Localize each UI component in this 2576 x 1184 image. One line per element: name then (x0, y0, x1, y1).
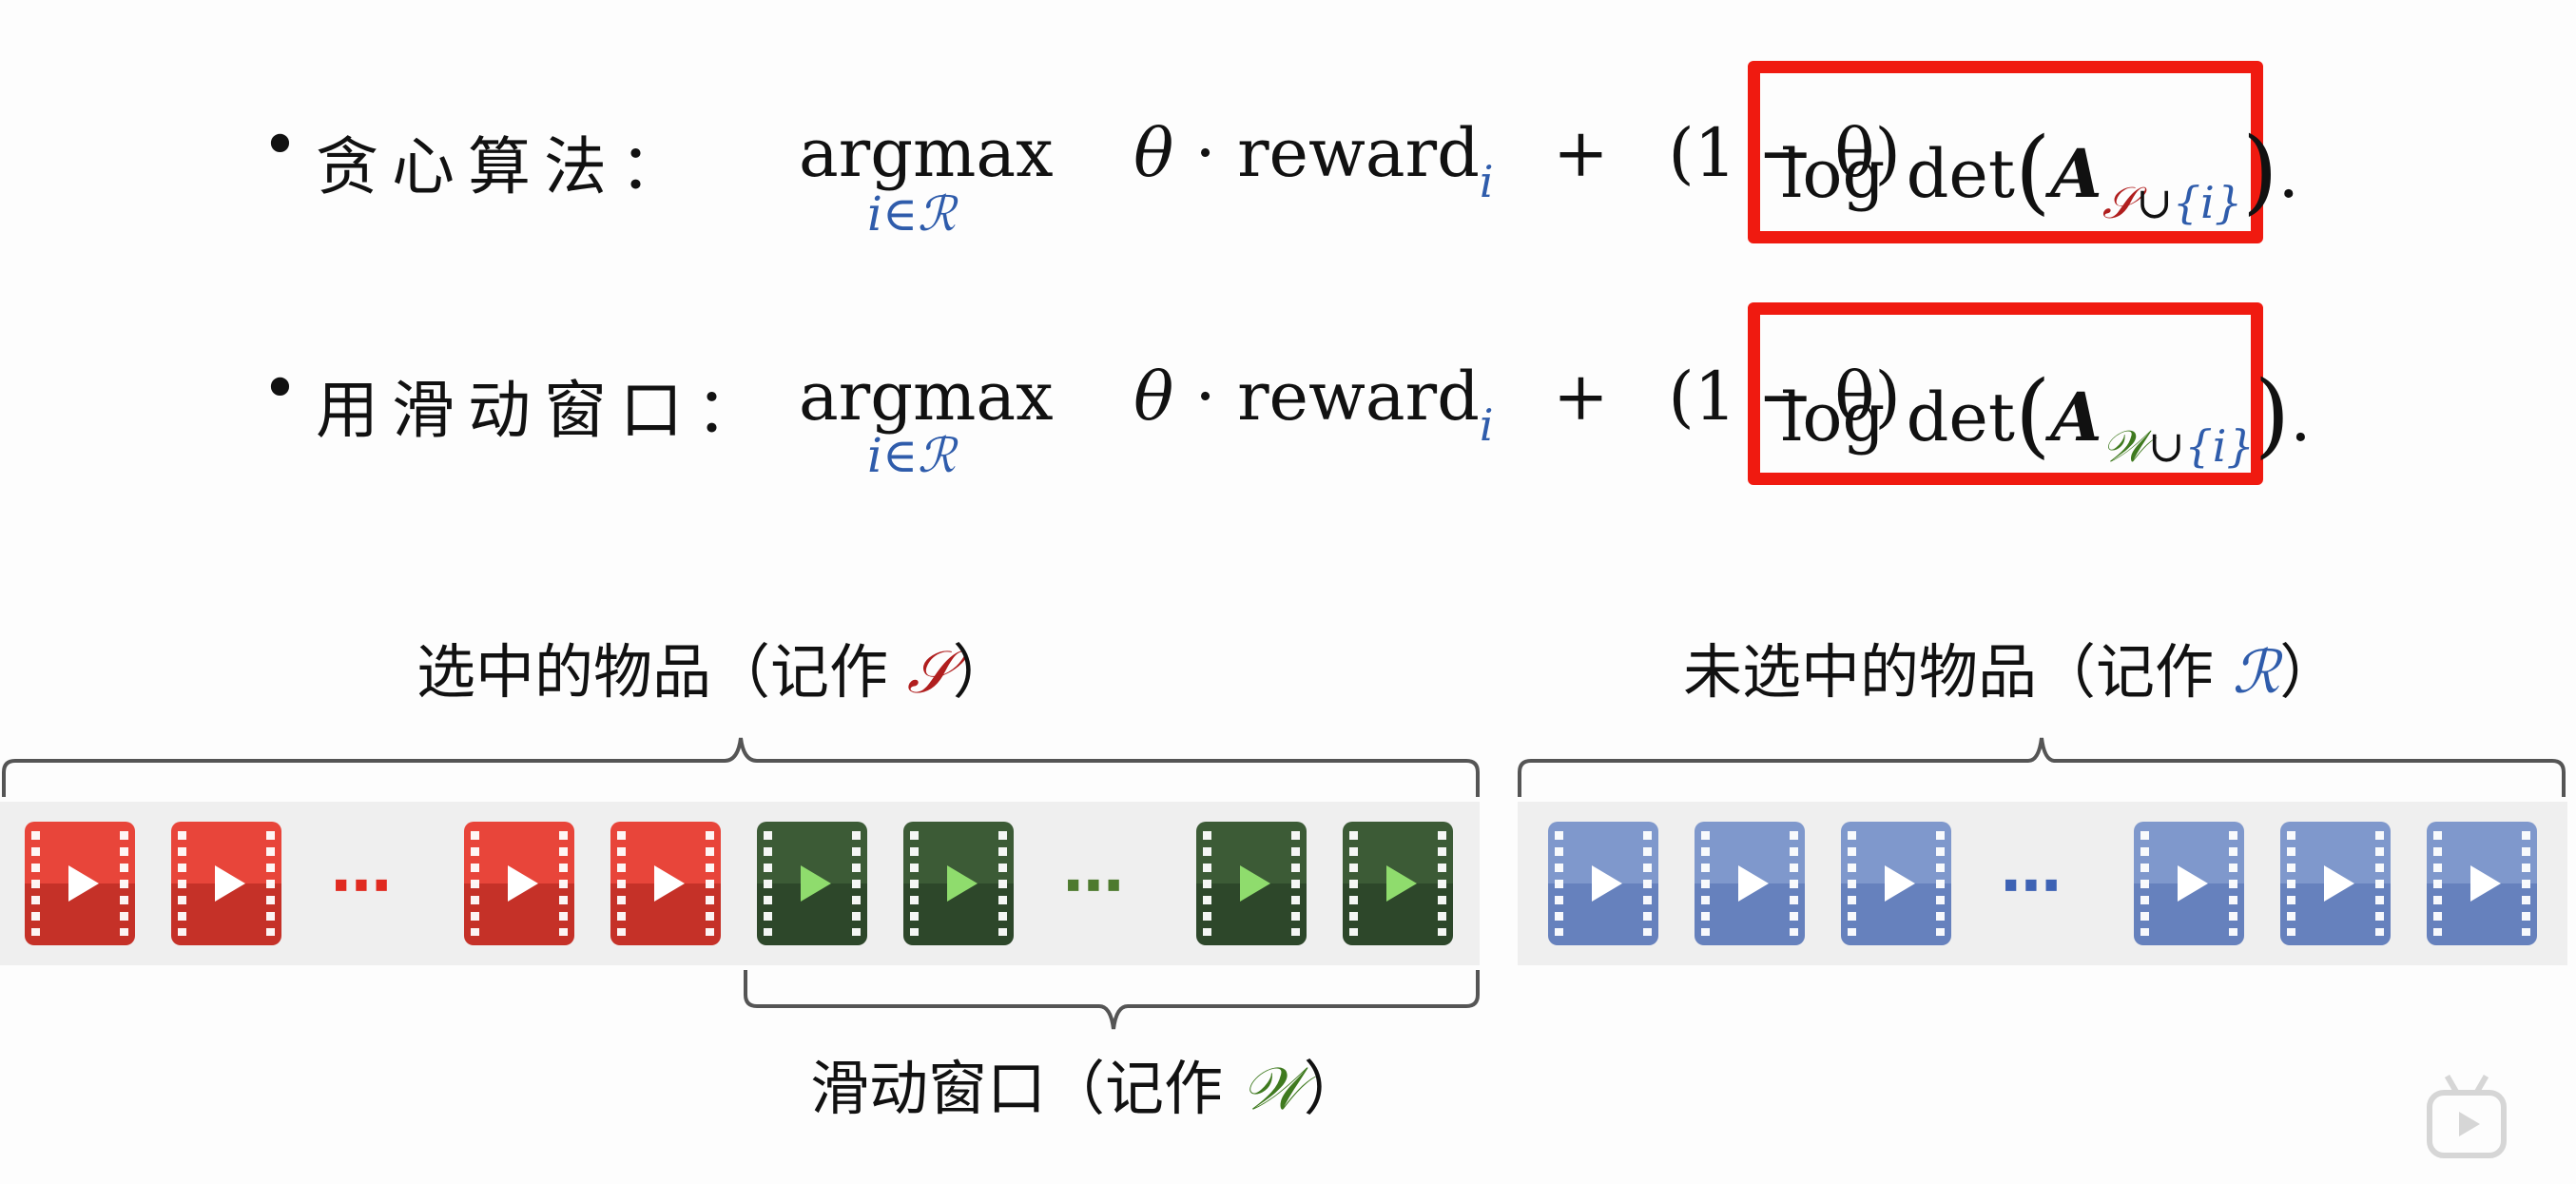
video-tile-icon (1196, 822, 1307, 945)
video-tile-icon (1343, 822, 1453, 945)
bullet: • (261, 108, 299, 182)
unselected-items-label: 未选中的物品（记作 ℛ） (1683, 637, 2339, 707)
brace-unselected (1518, 737, 2566, 797)
highlight-box (1748, 61, 2263, 243)
video-tile-icon (2280, 822, 2391, 945)
formula-greedy: argmax θ · rewardi + (1 − θ) (799, 114, 1901, 207)
bilibili-watermark-icon (2427, 1074, 2507, 1158)
video-tile-icon (2134, 822, 2244, 945)
formula-label-greedy: 贪心算法： (316, 130, 696, 204)
formula-label-window: 用滑动窗口： (316, 374, 772, 447)
video-tile-icon (903, 822, 1014, 945)
argmax: argmax (799, 114, 1054, 192)
selected-items-label: 选中的物品（记作 𝒮） (416, 637, 1012, 707)
bullet: • (261, 352, 299, 425)
ellipsis-icon: ⋯ (1063, 851, 1130, 922)
brace-window (744, 970, 1480, 1030)
unselected-strip (1518, 802, 2567, 965)
video-tile-icon (610, 822, 721, 945)
video-tile-icon (757, 822, 867, 945)
argmax-subscript: i∈ℛ (867, 186, 956, 242)
logdet-term-window: log det(A𝒲∪{i}). (1781, 361, 2312, 472)
video-tile-icon (171, 822, 281, 945)
video-tile-icon (2427, 822, 2537, 945)
video-tile-icon (1841, 822, 1951, 945)
brace-selected (2, 737, 1480, 797)
video-tile-icon (1695, 822, 1805, 945)
formula-window: argmax θ · rewardi + (1 − θ) (799, 358, 1901, 451)
video-tile-icon (25, 822, 135, 945)
ellipsis-icon: ⋯ (331, 851, 397, 922)
logdet-term-greedy: log det(A𝒮∪{i}). (1781, 118, 2299, 228)
ellipsis-icon: ⋯ (2001, 851, 2067, 922)
argmax-subscript: i∈ℛ (867, 428, 956, 483)
sliding-window-label: 滑动窗口（记作 𝒲） (810, 1054, 1363, 1123)
highlight-box (1748, 302, 2263, 485)
video-tile-icon (1548, 822, 1658, 945)
video-tile-icon (464, 822, 574, 945)
